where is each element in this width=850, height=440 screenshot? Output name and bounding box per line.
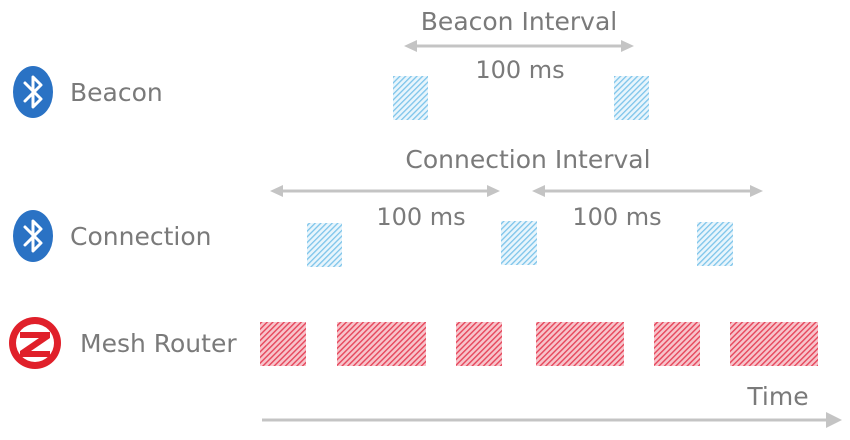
bluetooth-icon: [13, 210, 53, 262]
time-axis-label: Time: [746, 382, 808, 411]
mesh-router-row: Mesh Router: [9, 317, 818, 369]
bluetooth-icon: [13, 66, 53, 118]
beacon-row: Beacon Beacon Interval 100 ms: [13, 7, 649, 120]
zigbee-icon: [9, 317, 61, 369]
beacon-interval-value: 100 ms: [475, 56, 564, 84]
connection-interval-value: 100 ms: [376, 203, 465, 231]
time-axis: Time: [262, 382, 842, 428]
connection-packet: [501, 221, 537, 265]
zigbee-packet: [456, 322, 502, 366]
mesh-router-label: Mesh Router: [80, 329, 237, 358]
connection-packet: [697, 222, 733, 266]
beacon-interval-title: Beacon Interval: [421, 7, 617, 36]
beacon-label: Beacon: [70, 78, 163, 107]
connection-row: Connection Connection Interval 100 ms 10…: [13, 145, 763, 267]
connection-interval-value: 100 ms: [572, 203, 661, 231]
connection-interval-arrow-1: [270, 185, 500, 197]
zigbee-packet: [730, 322, 818, 366]
connection-interval-title: Connection Interval: [405, 145, 650, 174]
zigbee-packet: [654, 322, 700, 366]
connection-interval-arrow-2: [532, 185, 763, 197]
beacon-packet: [393, 76, 428, 120]
zigbee-packet: [337, 322, 426, 366]
connection-packet: [307, 223, 342, 267]
time-axis-arrowhead: [826, 412, 842, 428]
beacon-interval-arrow: [404, 40, 634, 52]
beacon-packet: [614, 76, 649, 120]
connection-label: Connection: [70, 222, 211, 251]
zigbee-packet: [536, 322, 624, 366]
zigbee-packet: [260, 322, 306, 366]
